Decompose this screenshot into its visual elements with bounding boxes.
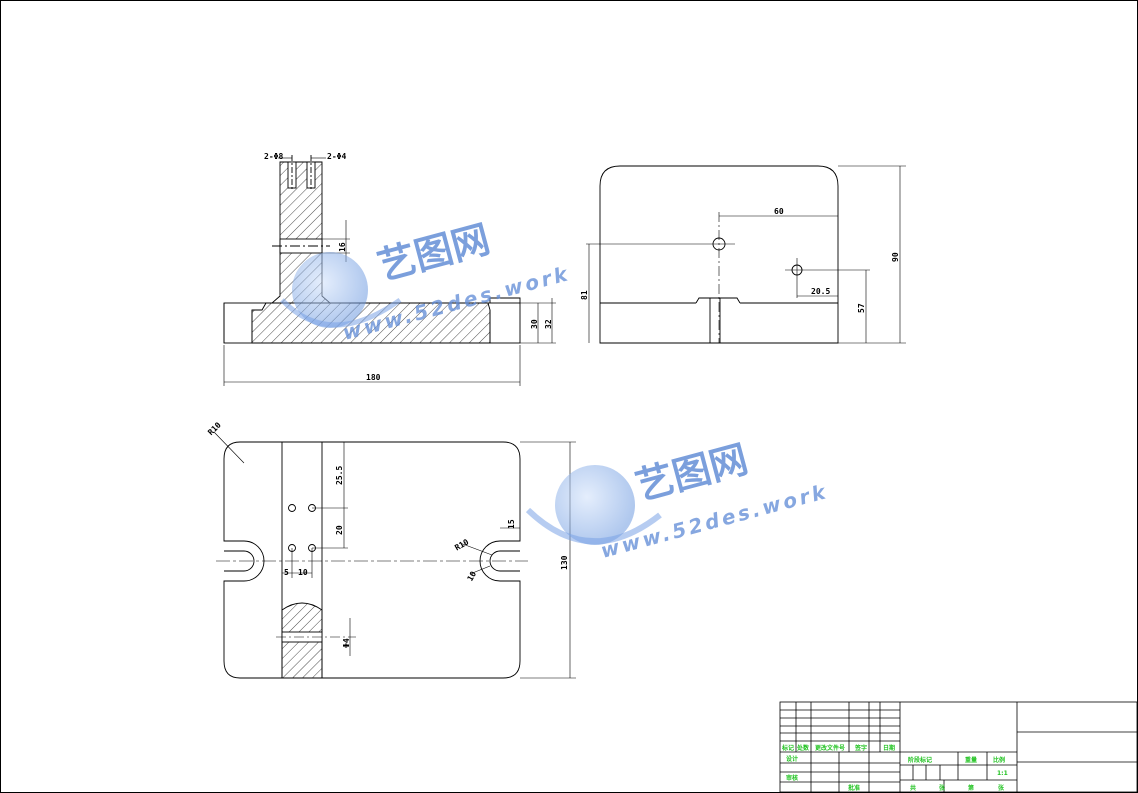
top-outline bbox=[223, 441, 521, 679]
dim-label-20: 20 bbox=[335, 525, 344, 535]
side-view-labels: 60 20.5 81 57 90 bbox=[580, 207, 900, 313]
tb-label-approve: 批准 bbox=[848, 784, 860, 792]
dim-label-57: 57 bbox=[857, 303, 866, 313]
top-slot-right-inner bbox=[489, 550, 520, 572]
dim-slot-10-leader bbox=[469, 565, 491, 575]
top-view-labels: R10 25.5 20 5 10 Φ4 R10 10 15 130 bbox=[206, 420, 569, 648]
side-outline bbox=[599, 165, 839, 344]
tb-label-sheets-2: 张 bbox=[998, 784, 1005, 792]
dim-label-20-5: 20.5 bbox=[811, 287, 830, 296]
dim-label-30: 30 bbox=[530, 319, 539, 329]
tb-label-change-doc: 更改文件号 bbox=[815, 744, 845, 752]
dim-label-phi4: Φ4 bbox=[342, 638, 351, 648]
dim-label-25-5: 25.5 bbox=[335, 466, 344, 485]
tb-scale-value: 1:1 bbox=[997, 770, 1008, 777]
dim-label-10: 10 bbox=[298, 568, 308, 577]
side-view bbox=[586, 165, 906, 344]
dim-label-r10-corner: R10 bbox=[206, 420, 223, 437]
callout-2-phi4: 2-Φ4 bbox=[327, 152, 346, 161]
top-hole-1 bbox=[288, 504, 296, 512]
tb-label-mark: 标记 bbox=[781, 744, 794, 752]
dim-label-180: 180 bbox=[366, 373, 381, 382]
tb-label-ratio: 比例 bbox=[993, 756, 1005, 764]
dim-slot-r10-leader bbox=[459, 542, 493, 556]
tb-label-total: 共 bbox=[910, 784, 916, 792]
dim-label-90: 90 bbox=[891, 252, 900, 262]
top-view bbox=[213, 431, 576, 679]
dim-label-slot-10: 10 bbox=[466, 570, 479, 583]
dim-label-15: 15 bbox=[507, 519, 516, 529]
front-notch-right bbox=[489, 297, 521, 303]
tb-label-review: 审核 bbox=[786, 774, 798, 782]
tb-label-sign: 签字 bbox=[854, 744, 867, 752]
dim-label-5: 5 bbox=[284, 568, 289, 577]
title-block-frame bbox=[779, 701, 1138, 793]
watermark-globe-icon bbox=[292, 252, 368, 328]
dim-r10-leader bbox=[213, 431, 245, 464]
watermark-swoosh-icon bbox=[525, 507, 662, 545]
dim-label-130: 130 bbox=[560, 555, 569, 570]
watermark-url: www.52des.work bbox=[598, 479, 831, 563]
front-view-labels: 2-Φ8 2-Φ4 180 30 32 16 bbox=[264, 152, 553, 382]
tb-label-design: 设计 bbox=[786, 755, 798, 763]
watermark-2: 艺图网 www.52des.work bbox=[525, 437, 831, 563]
tb-label-count: 处数 bbox=[796, 744, 810, 752]
watermark-swoosh-icon bbox=[280, 297, 402, 328]
watermark-brand: 艺图网 bbox=[373, 217, 495, 289]
callout-2-phi8: 2-Φ8 bbox=[264, 152, 283, 161]
watermark-globe-icon bbox=[555, 465, 635, 545]
top-slot-left-inner bbox=[224, 550, 255, 572]
tb-label-weight: 重量 bbox=[965, 756, 977, 764]
side-notch bbox=[695, 297, 741, 304]
watermark-brand: 艺图网 bbox=[631, 437, 753, 509]
tb-label-sheets-1: 张 bbox=[939, 784, 946, 792]
tb-label-stage: 阶段标记 bbox=[908, 756, 932, 764]
tb-label-date: 日期 bbox=[883, 744, 895, 752]
title-block-labels: 标记 处数 更改文件号 签字 日期 设计 审核 批准 阶段标记 重量 比例 1:… bbox=[781, 744, 1008, 792]
dim-label-slot-r10: R10 bbox=[453, 537, 470, 552]
tb-label-number: 第 bbox=[967, 784, 974, 792]
dim-label-16: 16 bbox=[338, 242, 347, 252]
dim-label-60: 60 bbox=[774, 207, 784, 216]
dim-label-81: 81 bbox=[580, 290, 589, 300]
title-block bbox=[779, 701, 1138, 793]
dim-label-32: 32 bbox=[544, 319, 553, 329]
